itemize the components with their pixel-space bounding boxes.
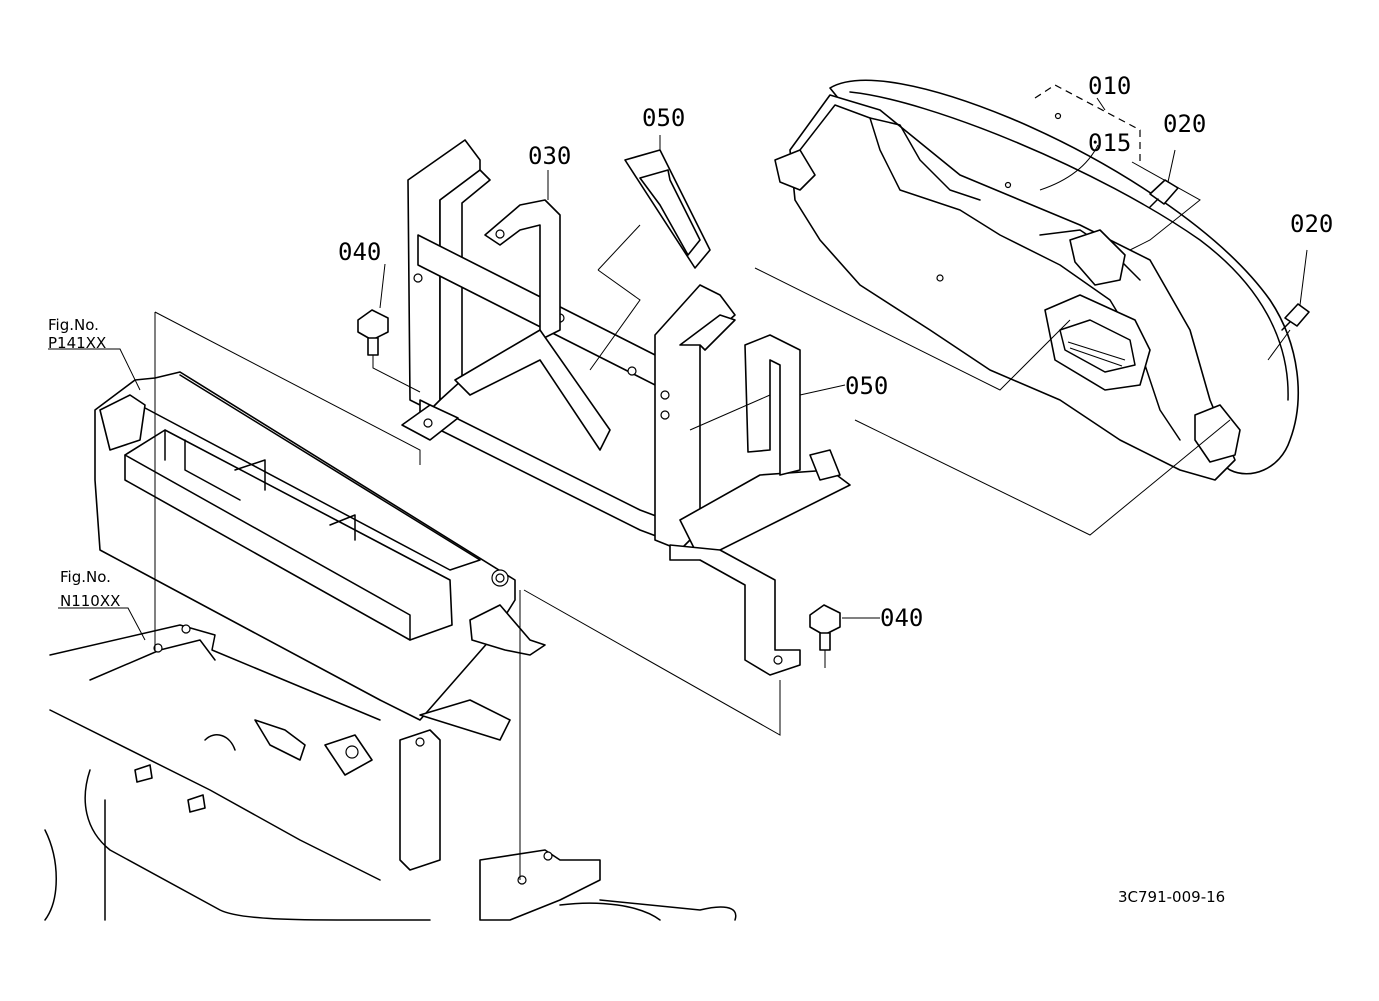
meter-assembly bbox=[774, 79, 1299, 481]
assembly-bracket bbox=[1034, 84, 1141, 162]
figure-ref-p141: Fig.No. P141XX bbox=[48, 316, 106, 352]
figure-ref-n110-line1: Fig.No. bbox=[60, 568, 111, 586]
bolt-040-b bbox=[809, 604, 841, 668]
callout-050-middle: 050 bbox=[845, 372, 888, 400]
figure-ref-p141-line1: Fig.No. bbox=[48, 316, 99, 334]
bolt-040-a bbox=[357, 309, 421, 393]
callout-020-right: 020 bbox=[1290, 210, 1333, 238]
duct-housing bbox=[94, 371, 546, 741]
cushion-050-b bbox=[744, 334, 801, 476]
leader-lines bbox=[48, 97, 1291, 880]
drawing-code: 3C791-009-16 bbox=[1118, 888, 1225, 906]
figure-ref-n110-line2: N110XX bbox=[60, 592, 120, 610]
callout-050-upper: 050 bbox=[642, 104, 685, 132]
figure-ref-p141-line2: P141XX bbox=[48, 334, 106, 352]
callout-040-lower: 040 bbox=[880, 604, 923, 632]
screw-020-b bbox=[1281, 249, 1310, 331]
callout-015: 015 bbox=[1088, 129, 1131, 157]
callout-020-upper: 020 bbox=[1163, 110, 1206, 138]
callout-010: 010 bbox=[1088, 72, 1131, 100]
callout-labels: 010 015 020 020 030 040 040 050 050 bbox=[338, 72, 1333, 632]
base-frame bbox=[44, 624, 737, 921]
callout-030: 030 bbox=[528, 142, 571, 170]
callout-040-upper: 040 bbox=[338, 238, 381, 266]
figure-ref-n110: Fig.No. N110XX bbox=[60, 568, 120, 610]
cushion-050-a bbox=[624, 149, 711, 269]
